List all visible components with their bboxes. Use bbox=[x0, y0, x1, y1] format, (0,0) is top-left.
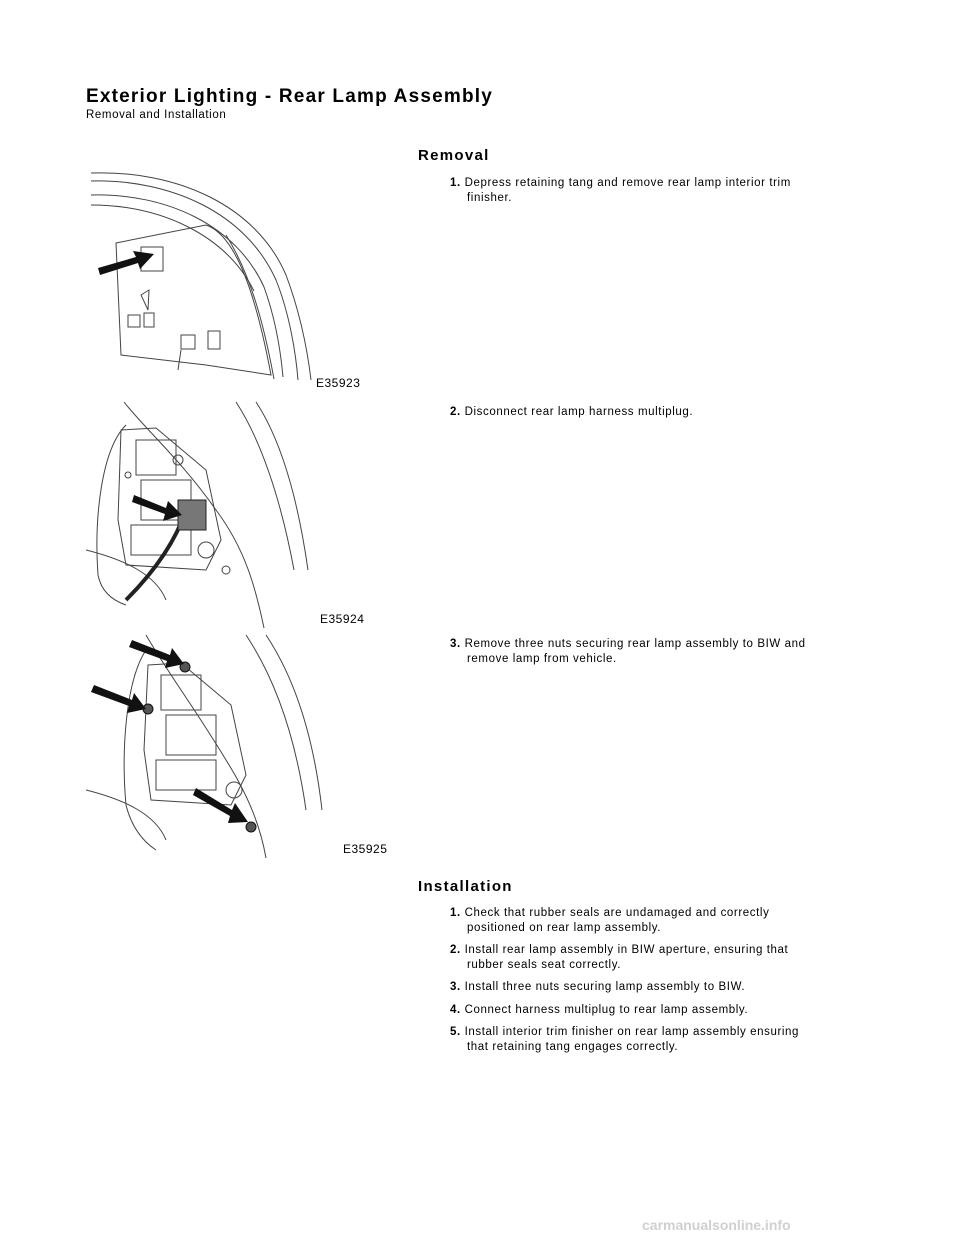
lamp-nuts-illustration bbox=[86, 634, 323, 859]
step-number: 3. bbox=[450, 638, 461, 650]
step-number: 4. bbox=[450, 1004, 461, 1016]
page-title: Exterior Lighting - Rear Lamp Assembly bbox=[86, 86, 494, 107]
figure-trim-finisher: E35923 bbox=[86, 165, 376, 390]
installation-step-1: 1. Check that rubber seals are undamaged… bbox=[450, 906, 870, 936]
step-number: 1. bbox=[450, 177, 461, 189]
installation-step-5: 5. Install interior trim finisher on rea… bbox=[450, 1025, 870, 1055]
arrow-icon bbox=[129, 640, 184, 668]
step-text-continued: that retaining tang engages correctly. bbox=[467, 1041, 679, 1053]
removal-step-3: 3. Remove three nuts securing rear lamp … bbox=[450, 637, 870, 667]
harness-multiplug-illustration bbox=[86, 401, 309, 629]
arrow-icon bbox=[91, 685, 146, 713]
step-text: Remove three nuts securing rear lamp ass… bbox=[464, 638, 806, 650]
step-text-continued: finisher. bbox=[467, 192, 513, 204]
step-text-continued: remove lamp from vehicle. bbox=[467, 653, 617, 665]
trim-finisher-illustration bbox=[90, 172, 312, 381]
step-text: Install interior trim finisher on rear l… bbox=[464, 1026, 800, 1038]
installation-step-4: 4. Connect harness multiplug to rear lam… bbox=[450, 1003, 870, 1018]
step-text-continued: positioned on rear lamp assembly. bbox=[467, 922, 662, 934]
step-text: Check that rubber seals are undamaged an… bbox=[464, 907, 770, 919]
step-number: 3. bbox=[450, 981, 461, 993]
watermark: carmanualsonline.info bbox=[642, 1217, 791, 1233]
page-subtitle: Removal and Installation bbox=[86, 109, 227, 121]
removal-step-1: 1. Depress retaining tang and remove rea… bbox=[450, 176, 870, 206]
step-number: 2. bbox=[450, 944, 461, 956]
step-text: Connect harness multiplug to rear lamp a… bbox=[464, 1004, 749, 1016]
installation-step-3: 3. Install three nuts securing lamp asse… bbox=[450, 980, 870, 995]
figure-lamp-nuts: E35925 bbox=[86, 630, 406, 860]
removal-step-2: 2. Disconnect rear lamp harness multiplu… bbox=[450, 405, 870, 420]
figure-id: E35925 bbox=[343, 842, 388, 856]
step-text: Install rear lamp assembly in BIW apertu… bbox=[464, 944, 789, 956]
installation-step-2: 2. Install rear lamp assembly in BIW ape… bbox=[450, 943, 870, 973]
step-text: Disconnect rear lamp harness multiplug. bbox=[464, 406, 694, 418]
removal-heading: Removal bbox=[418, 147, 490, 164]
figure-harness-multiplug: E35924 bbox=[86, 400, 376, 630]
figure-id: E35923 bbox=[316, 376, 361, 390]
arrow-icon bbox=[98, 251, 154, 275]
step-text: Install three nuts securing lamp assembl… bbox=[464, 981, 746, 993]
step-number: 2. bbox=[450, 406, 461, 418]
arrow-icon bbox=[193, 788, 248, 823]
step-number: 5. bbox=[450, 1026, 461, 1038]
installation-heading: Installation bbox=[418, 878, 513, 895]
figure-id: E35924 bbox=[320, 612, 365, 626]
step-text-continued: rubber seals seat correctly. bbox=[467, 959, 622, 971]
step-number: 1. bbox=[450, 907, 461, 919]
arrow-icon bbox=[132, 495, 182, 521]
step-text: Depress retaining tang and remove rear l… bbox=[464, 177, 791, 189]
